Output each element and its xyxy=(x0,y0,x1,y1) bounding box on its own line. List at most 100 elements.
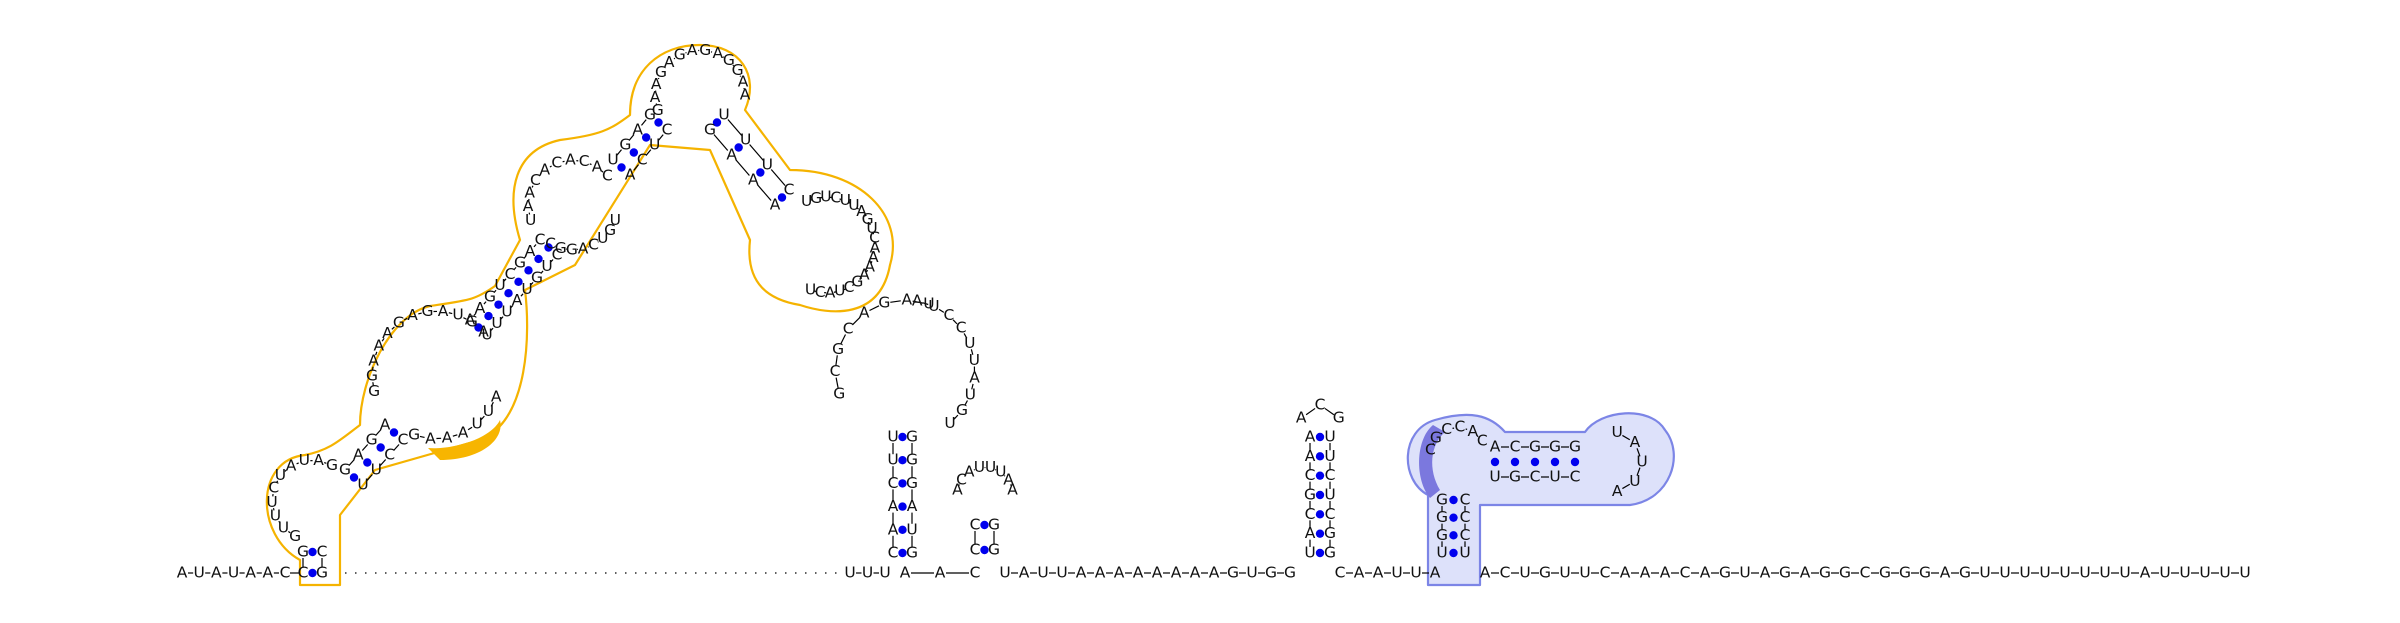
helix-nucleotide: C xyxy=(637,151,648,169)
helix-nucleotide: A xyxy=(748,171,759,189)
backbone-segment xyxy=(722,56,725,58)
base-pair-dot xyxy=(898,525,907,534)
loop-nucleotide: A xyxy=(856,202,867,220)
loop-nucleotide: A xyxy=(738,73,749,91)
trailer-nucleotide: A xyxy=(1480,564,1491,582)
trailer-nucleotide: A xyxy=(1700,564,1711,582)
base-pair-dot xyxy=(898,479,907,488)
trailer-nucleotide: U xyxy=(2099,564,2110,582)
loop-nucleotide: A xyxy=(859,304,870,322)
base-pair-dot xyxy=(898,548,907,558)
trailer-nucleotide: U xyxy=(2059,564,2070,582)
helix-nucleotide: U xyxy=(541,257,552,275)
backbone-segment xyxy=(749,144,764,161)
backbone-segment xyxy=(550,259,554,263)
backbone-segment xyxy=(601,170,604,173)
trailer-nucleotide: G xyxy=(1779,564,1791,582)
helix-nucleotide: G xyxy=(619,136,631,154)
helix-nucleotide: U xyxy=(762,156,773,174)
trailer-nucleotide: U xyxy=(1999,564,2010,582)
base-pair-dot xyxy=(712,118,722,127)
backbone-segment xyxy=(713,134,729,151)
helix-nucleotide: G xyxy=(906,451,918,469)
helix-nucleotide: C xyxy=(1460,526,1471,544)
backbone-segment xyxy=(938,308,945,313)
loop-nucleotide: A xyxy=(952,481,963,499)
base-pair-dot xyxy=(734,143,743,152)
backbone-segment xyxy=(490,327,494,331)
loop-nucleotide: A xyxy=(442,429,453,447)
helix-nucleotide: C xyxy=(784,181,795,199)
loop-nucleotide: G xyxy=(851,273,863,291)
trailer-nucleotide: G xyxy=(1819,564,1831,582)
helix-nucleotide: C xyxy=(888,474,899,492)
loop-nucleotide: U xyxy=(270,507,281,525)
base-pair-dot xyxy=(629,148,639,157)
helix-nucleotide: G xyxy=(906,428,918,446)
backbone-segment xyxy=(835,355,838,366)
helix-nucleotide: C xyxy=(552,246,563,264)
linker-nucleotide: U xyxy=(999,564,1010,582)
loop-nucleotide: A xyxy=(651,75,662,93)
backbone-segment xyxy=(324,462,327,464)
backbone-segment xyxy=(1324,407,1335,416)
backbone-segment xyxy=(756,184,772,201)
loop-nucleotide: C xyxy=(843,320,854,338)
loop-nucleotide: A xyxy=(1296,409,1307,427)
loop-nucleotide: U xyxy=(923,295,934,313)
linker-nucleotide: A xyxy=(1076,564,1087,582)
backbone-segment xyxy=(1305,407,1316,416)
loop-nucleotide: A xyxy=(969,369,980,387)
loop-nucleotide: G xyxy=(956,401,968,419)
helix-nucleotide: U xyxy=(1324,447,1335,465)
linker-nucleotide: A xyxy=(1019,564,1030,582)
backbone-segment xyxy=(278,520,281,524)
trailer-nucleotide: U xyxy=(1519,564,1530,582)
backbone-segment xyxy=(379,459,387,466)
trailer-nucleotide: G xyxy=(1719,564,1731,582)
loop-nucleotide: U xyxy=(944,414,955,432)
backbone-segment xyxy=(868,222,871,226)
trailer-nucleotide: U xyxy=(2199,564,2210,582)
helix-nucleotide: U xyxy=(1324,428,1335,446)
loop-nucleotide: C xyxy=(1425,441,1436,459)
trailer-nucleotide: A xyxy=(1660,564,1671,582)
backbone-segment xyxy=(727,119,743,136)
loop-nucleotide: G xyxy=(408,426,420,444)
backbone-segment xyxy=(869,305,880,312)
helix-nucleotide: U xyxy=(357,476,368,494)
helix-nucleotide: C xyxy=(662,121,673,139)
base-pair-dot xyxy=(617,163,626,172)
loop-nucleotide: A xyxy=(286,456,297,474)
backbone-segment xyxy=(1432,442,1435,445)
linker-nucleotide: U xyxy=(862,564,873,582)
trailer-nucleotide: U xyxy=(2179,564,2190,582)
domain-1-highlight xyxy=(428,420,501,460)
linker-nucleotide: A xyxy=(1152,564,1163,582)
backbone-segment xyxy=(500,316,504,320)
loop-nucleotide: U xyxy=(525,211,536,229)
loop-nucleotide: U xyxy=(1636,453,1647,471)
helix-nucleotide: G xyxy=(1436,526,1448,544)
loop-nucleotide: G xyxy=(723,51,735,69)
loop-nucleotide: U xyxy=(995,462,1006,480)
trailer-nucleotide: U xyxy=(1979,564,1990,582)
domain-2-outline xyxy=(1406,412,1675,587)
base-pairs xyxy=(308,118,1580,578)
helix-nucleotide: U xyxy=(1549,468,1560,486)
loop-nucleotide: G xyxy=(366,367,378,385)
backbone-segment xyxy=(513,266,517,271)
base-pair-dot xyxy=(1449,495,1458,505)
linker-nucleotide: U xyxy=(1410,564,1421,582)
linker-nucleotide: A xyxy=(1133,564,1144,582)
helix-nucleotide: A xyxy=(525,242,536,260)
trailer-nucleotide: U xyxy=(1579,564,1590,582)
backbone-segment xyxy=(1636,467,1641,476)
base-pair-dot xyxy=(1550,457,1560,467)
base-pair-dot xyxy=(777,193,787,202)
helix-nucleotide: A xyxy=(625,166,636,184)
loop-nucleotide: U xyxy=(801,192,812,210)
helix-nucleotide: U xyxy=(887,428,898,446)
backbone-segment xyxy=(1622,483,1631,490)
